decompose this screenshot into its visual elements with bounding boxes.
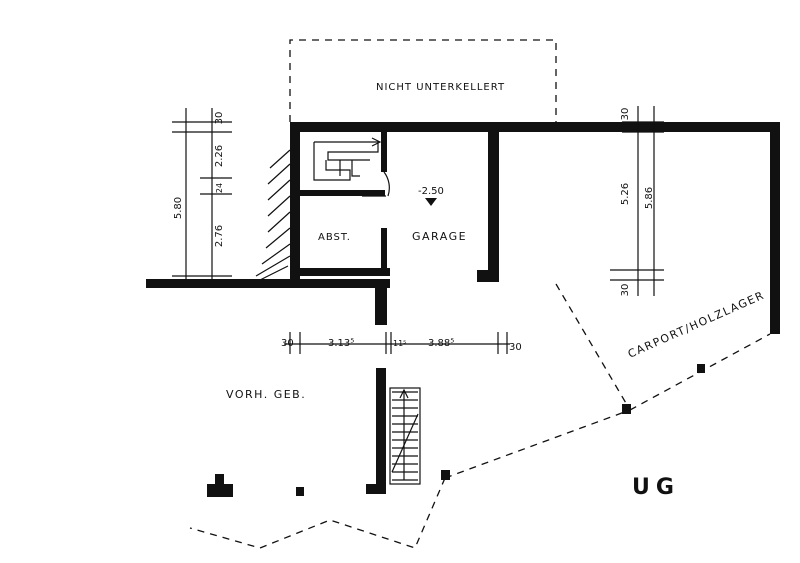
label-floor: UG [632, 475, 680, 500]
dim-bottom-garage: 3.88⁵ [428, 338, 454, 349]
dim-bottom-left-wall: 30 [281, 338, 294, 349]
level-marker [425, 198, 437, 206]
dim-chain-right [610, 106, 664, 296]
staircase [389, 387, 421, 485]
boiler-symbol [313, 137, 382, 181]
dim-right-outer: 5.86 [644, 187, 655, 209]
label-carport: CARPORT/HOLZLAGER [626, 289, 767, 361]
not-basement-outline [289, 39, 557, 122]
door-arc [362, 171, 390, 197]
dim-left-total: 5.80 [173, 197, 184, 219]
dim-left-upper: 2.26 [214, 145, 225, 167]
label-garage: GARAGE [412, 230, 467, 243]
walls [146, 122, 780, 497]
dim-left-lower: 2.76 [214, 225, 225, 247]
carport-outline [555, 283, 771, 414]
earth-hatching [255, 149, 291, 281]
label-not-basement: NICHT UNTERKELLERT [376, 82, 505, 93]
dim-bottom-partition: 11⁵ [393, 339, 406, 348]
dim-chain-bottom [284, 332, 510, 354]
label-level: -2.50 [418, 186, 444, 197]
dim-bottom-storage: 3.13⁵ [328, 338, 354, 349]
dim-bottom-right-wall: 30 [509, 342, 522, 353]
site-boundary [189, 409, 631, 549]
dim-right-inner: 5.26 [620, 183, 631, 205]
dim-right-top: 30 [620, 108, 631, 121]
dim-left-top: 30 [214, 112, 225, 125]
dim-left-mid: 24 [215, 183, 224, 193]
label-existing-building: VORH. GEB. [226, 388, 306, 401]
dim-right-bottom: 30 [620, 284, 631, 297]
label-storage: ABST. [318, 232, 351, 243]
dim-chain-left [172, 108, 232, 280]
